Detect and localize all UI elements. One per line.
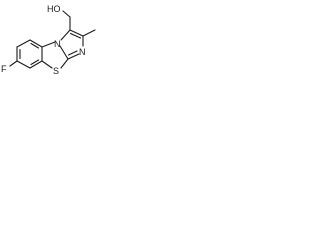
- bond-benz-1: [16, 39, 31, 48]
- bond-c-f: [9, 60, 18, 67]
- benzene-ring: [16, 39, 43, 69]
- bond-benz-double-3: [30, 59, 40, 66]
- bond-n-c-imine-double: [67, 50, 78, 56]
- bond-c-n-fused: [59, 45, 69, 60]
- sulfur-label: S: [53, 66, 59, 76]
- hydroxyl-label: HO: [47, 4, 61, 14]
- bond-c-n-bridge: [41, 41, 56, 48]
- imine-nitrogen-label: N: [79, 47, 86, 57]
- bond-c-c-methyl-double: [69, 32, 82, 39]
- bond-c-c-methyl: [69, 29, 84, 37]
- imidazole-ring: [60, 29, 84, 60]
- bond-methyl: [82, 29, 96, 37]
- bond-benz-double-2: [30, 42, 40, 49]
- bond-benz-3: [16, 60, 31, 69]
- thiazole-ring: [41, 41, 69, 69]
- chemical-structure-diagram: F S N N HO: [1, 4, 96, 76]
- bond-n-c-top: [60, 29, 71, 41]
- bond-n-c-imine: [67, 53, 80, 60]
- bond-benz-6: [29, 39, 43, 48]
- fluorine-label: F: [1, 64, 7, 74]
- bond-s-c: [60, 58, 69, 69]
- bond-benz-4: [29, 60, 43, 69]
- bond-ch2-o: [62, 10, 71, 18]
- bond-c-s: [41, 60, 53, 69]
- bridge-nitrogen-label: N: [54, 39, 61, 49]
